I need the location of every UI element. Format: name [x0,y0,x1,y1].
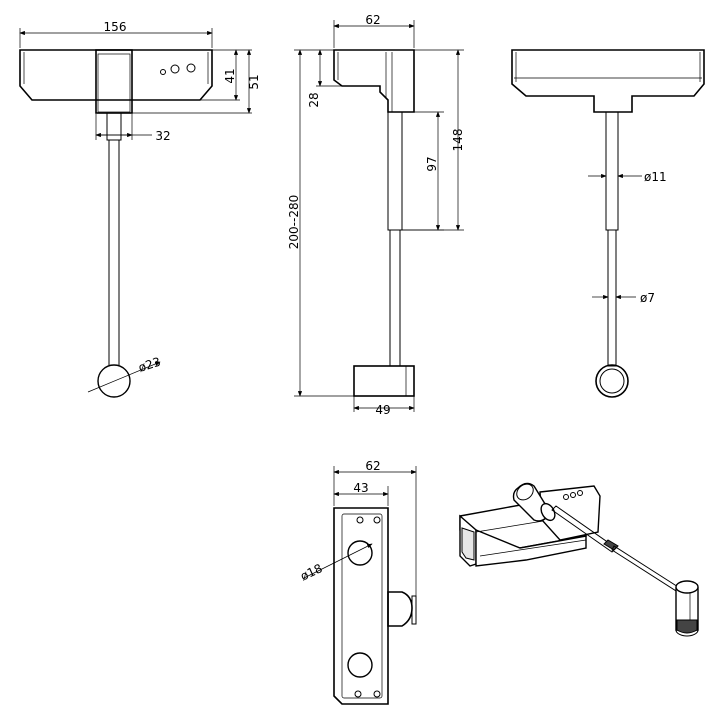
dim-front-block-width: 32 [155,129,170,143]
dim-front-knob-dia: ø23 [137,355,163,375]
screw-icon [373,690,381,698]
side-rod [389,229,401,367]
dim-top-width-inner: 43 [353,481,368,495]
iso-button-icon [570,492,576,498]
screw-icon [356,516,364,524]
front-button-icon [170,64,180,74]
front-led-hole-icon [160,69,166,75]
rear-knob [595,364,629,398]
screw-icon [373,516,381,524]
side-foot [353,365,415,397]
dim-side-tube: 97 [425,156,439,171]
dim-front-height-inner: 41 [223,68,237,83]
dim-front-height-outer: 51 [247,74,261,89]
dim-top-width-outer: 62 [365,459,380,473]
dim-side-total: 148 [451,129,465,152]
iso-button-icon [563,494,569,500]
dim-front-width: 156 [104,20,127,34]
top-view: 62 43 ø18 [298,459,417,705]
top-hole-upper [347,540,373,566]
dim-side-foot: 49 [375,403,390,417]
dim-side-range: 200--280 [287,195,301,249]
iso-rod [611,545,687,597]
rear-view: ø11 ø7 [511,49,705,398]
side-housing [333,49,415,113]
front-button-icon [186,63,196,73]
dim-top-hole-dia: ø18 [298,561,324,583]
top-hole-lower [347,652,373,678]
dim-rear-tube-dia: ø11 [644,170,667,184]
top-plate [333,507,389,705]
dim-side-width: 62 [365,13,380,27]
dim-side-cap: 28 [307,92,321,107]
front-block [95,49,133,114]
top-hinge [387,591,413,627]
rear-tube [605,111,619,231]
isometric-view [459,482,699,637]
side-view: 62 28 97 148 200--280 49 [287,13,465,417]
front-rod [108,139,120,371]
dim-rear-rod-dia: ø7 [640,291,655,305]
side-tube [387,111,403,231]
front-view: 156 32 41 51 ø23 [19,20,261,398]
rear-rod [607,229,617,367]
iso-button-icon [577,490,583,496]
front-housing [19,49,213,101]
screw-icon [354,690,362,698]
rear-housing [511,49,705,113]
